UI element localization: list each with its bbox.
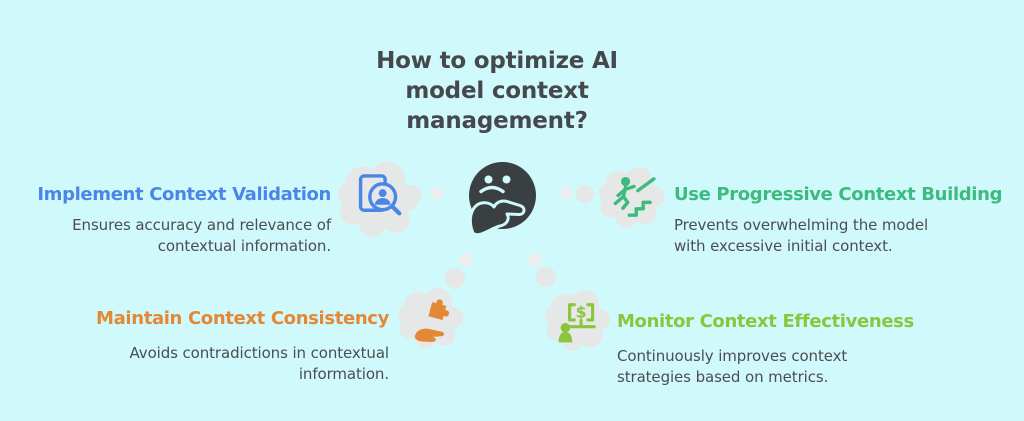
thought-bubble-dot xyxy=(536,267,556,287)
face-frown xyxy=(479,185,505,194)
section-heading-monitor: Monitor Context Effectiveness xyxy=(617,311,914,332)
section-description-consistency: Avoids contradictions in contextual info… xyxy=(129,344,390,383)
face-eye-left xyxy=(484,175,493,184)
section-monitor: Monitor Context Effectiveness Continuous… xyxy=(617,310,914,388)
thinking-face-icon xyxy=(469,162,536,237)
section-progressive: Use Progressive Context Building Prevent… xyxy=(674,183,1002,257)
thought-bubble-dot xyxy=(431,187,443,199)
thought-cloud xyxy=(336,159,422,241)
thought-bubble-dot xyxy=(459,253,473,267)
person-climbing-stairs-icon xyxy=(613,176,656,217)
person-dollar-metrics-icon: $ xyxy=(558,302,596,343)
thought-bubble-dot xyxy=(528,253,542,267)
section-description-monitor: Continuously improves context strategies… xyxy=(617,347,848,386)
section-heading-progressive: Use Progressive Context Building xyxy=(674,184,1003,205)
thought-bubble-dot xyxy=(445,268,465,288)
face-eye-right xyxy=(502,175,511,184)
document-user-search-icon xyxy=(358,174,402,216)
page-title: How to optimize AI model context managem… xyxy=(376,48,618,134)
thought-bubble-dot xyxy=(560,187,572,199)
face-hand xyxy=(469,199,526,237)
section-heading-validation: Implement Context Validation xyxy=(37,184,331,205)
hand-holding-puzzle-icon xyxy=(414,299,450,342)
section-validation: Implement Context Validation Ensures acc… xyxy=(37,183,331,257)
thought-bubble-dot xyxy=(576,185,594,203)
section-description-validation: Ensures accuracy and relevance of contex… xyxy=(72,216,331,255)
section-consistency: Maintain Context Consistency Avoids cont… xyxy=(96,307,389,385)
section-heading-consistency: Maintain Context Consistency xyxy=(96,308,389,329)
open-hand xyxy=(414,328,445,342)
section-description-progressive: Prevents overwhelming the model with exc… xyxy=(674,216,929,255)
dollar-sign: $ xyxy=(576,302,587,321)
puzzle-piece xyxy=(428,299,450,321)
